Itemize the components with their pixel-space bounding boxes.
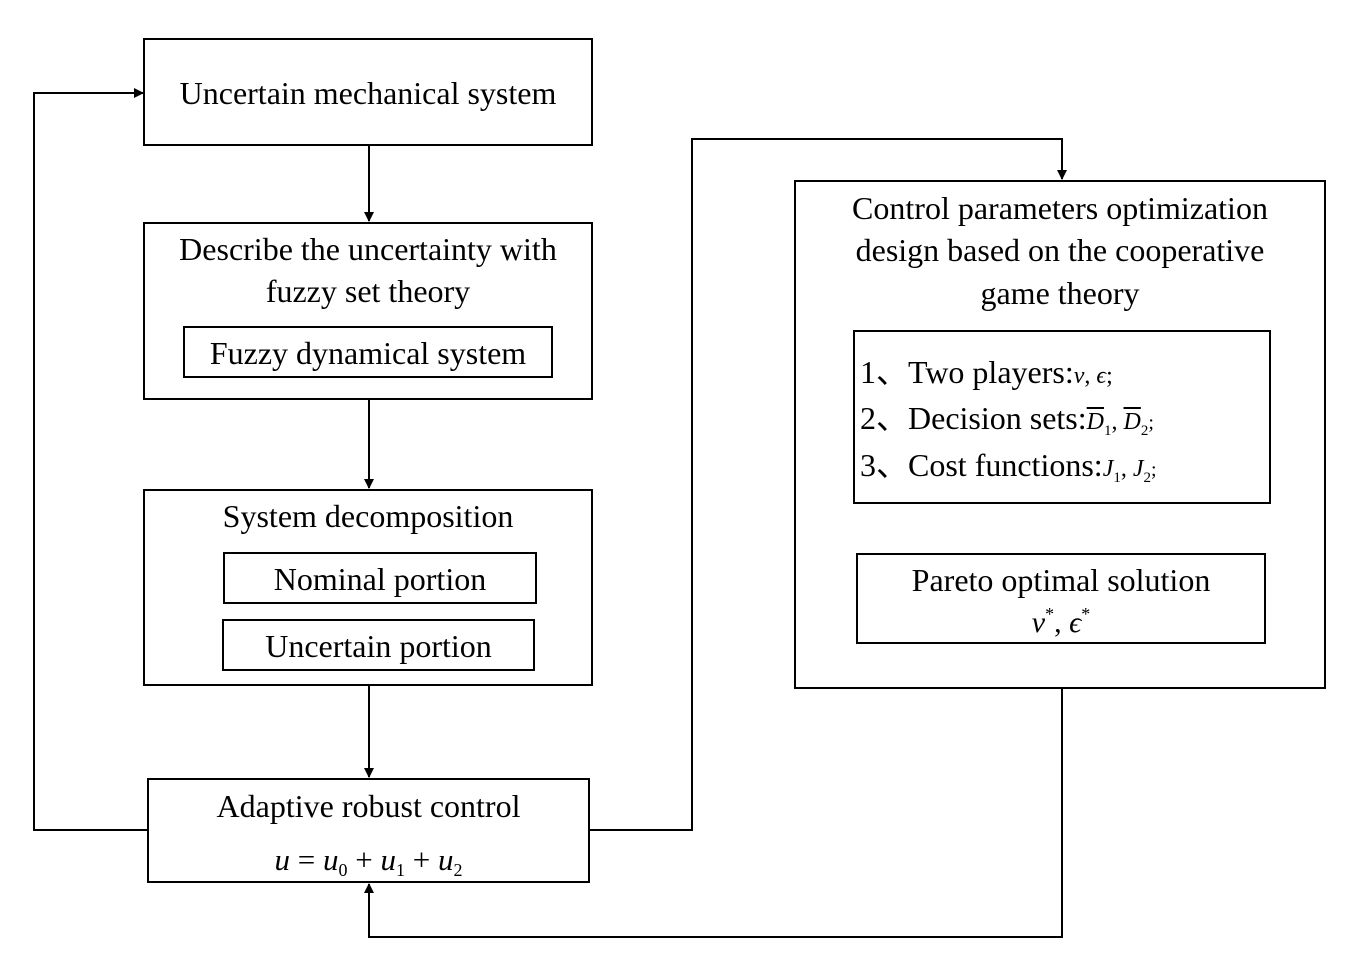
fuzzy-description-box: Describe the uncertainty with fuzzy set … [143, 222, 593, 400]
uncertain-portion-box: Uncertain portion [222, 619, 535, 671]
adaptive-robust-control-box: Adaptive robust control u = u0 + u1 + u2 [147, 778, 590, 883]
formula-sub-2: 2 [453, 860, 463, 880]
pareto-solution-values: ν*, ϵ* [858, 605, 1264, 638]
pareto-nu: ν [1031, 606, 1046, 639]
system-decomposition-label: System decomposition [222, 498, 514, 534]
fuzzy-description-line1: Describe the uncertainty with [179, 231, 557, 267]
optimization-line2: design based on the cooperative [855, 232, 1265, 268]
decision-d2: D [1123, 409, 1141, 435]
formula-sub-1: 1 [395, 860, 405, 880]
decision-sep: , [1111, 409, 1124, 435]
uncertain-mechanical-system-label: Uncertain mechanical system [179, 75, 557, 111]
decision-sub-2: 2 [1140, 423, 1149, 439]
adaptive-robust-control-label: Adaptive robust control [216, 788, 521, 824]
uncertain-portion-label: Uncertain portion [265, 628, 492, 664]
pareto-solution-label: Pareto optimal solution [911, 562, 1211, 598]
arrow-control-feedback-to-system [33, 88, 148, 831]
optimization-line1: Control parameters optimization [852, 190, 1268, 226]
pareto-epsilon: ϵ [1069, 606, 1082, 639]
nominal-portion-box: Nominal portion [223, 552, 537, 604]
decision-sets-item: 2、Decision sets:D1, D2; [860, 402, 1154, 439]
players-epsilon: ϵ [1096, 363, 1107, 389]
fuzzy-dynamical-system-label: Fuzzy dynamical system [209, 335, 527, 371]
cost-sep: , [1120, 456, 1133, 482]
players-item: 1、Two players:ν, ϵ; [860, 356, 1113, 388]
uncertain-mechanical-system-box: Uncertain mechanical system [143, 38, 593, 146]
decision-sub-1: 1 [1104, 423, 1112, 439]
cost-sub-2: 2 [1143, 470, 1152, 486]
cost-j2: J [1132, 456, 1144, 482]
pareto-solution-box: Pareto optimal solution ν*, ϵ* [856, 553, 1266, 644]
players-end: ; [1106, 363, 1113, 389]
decision-sets-label: 2、Decision sets: [860, 400, 1087, 436]
decision-d1: D [1086, 409, 1104, 435]
cost-end: ; [1151, 459, 1157, 481]
cost-functions-label: 3、Cost functions: [860, 447, 1103, 483]
fuzzy-dynamical-system-box: Fuzzy dynamical system [183, 326, 553, 378]
players-nu: ν [1073, 363, 1085, 389]
formula-plus-2: + [404, 842, 438, 877]
decision-end: ; [1148, 412, 1154, 434]
system-decomposition-box: System decomposition Nominal portion Unc… [143, 489, 593, 686]
cost-j1: J [1102, 456, 1114, 482]
optimization-line3: game theory [980, 275, 1140, 311]
formula-u: u [274, 842, 291, 877]
players-label: 1、Two players: [860, 354, 1074, 390]
cost-sub-1: 1 [1113, 470, 1121, 486]
formula-plus-1: + [347, 842, 381, 877]
formula-sub-0: 0 [338, 860, 348, 880]
control-law-formula: u = u0 + u1 + u2 [149, 844, 588, 879]
fuzzy-description-line2: fuzzy set theory [265, 273, 471, 309]
pareto-sep: , [1054, 606, 1070, 639]
formula-equals: = [290, 842, 323, 877]
formula-u0: u [323, 842, 339, 877]
game-setup-box: 1、Two players:ν, ϵ; 2、Decision sets:D1, … [853, 330, 1271, 504]
players-sep: , [1084, 363, 1097, 389]
pareto-epsilon-star: * [1081, 604, 1091, 624]
formula-u2: u [437, 842, 454, 877]
arrow-control-to-optimization [589, 138, 1067, 831]
arrow-pareto-to-control [364, 642, 1063, 938]
formula-u1: u [380, 842, 396, 877]
nominal-portion-label: Nominal portion [273, 561, 487, 597]
optimization-design-box: Control parameters optimization design b… [794, 180, 1326, 689]
pareto-nu-star: * [1045, 604, 1055, 624]
cost-functions-item: 3、Cost functions:J1, J2; [860, 449, 1157, 486]
